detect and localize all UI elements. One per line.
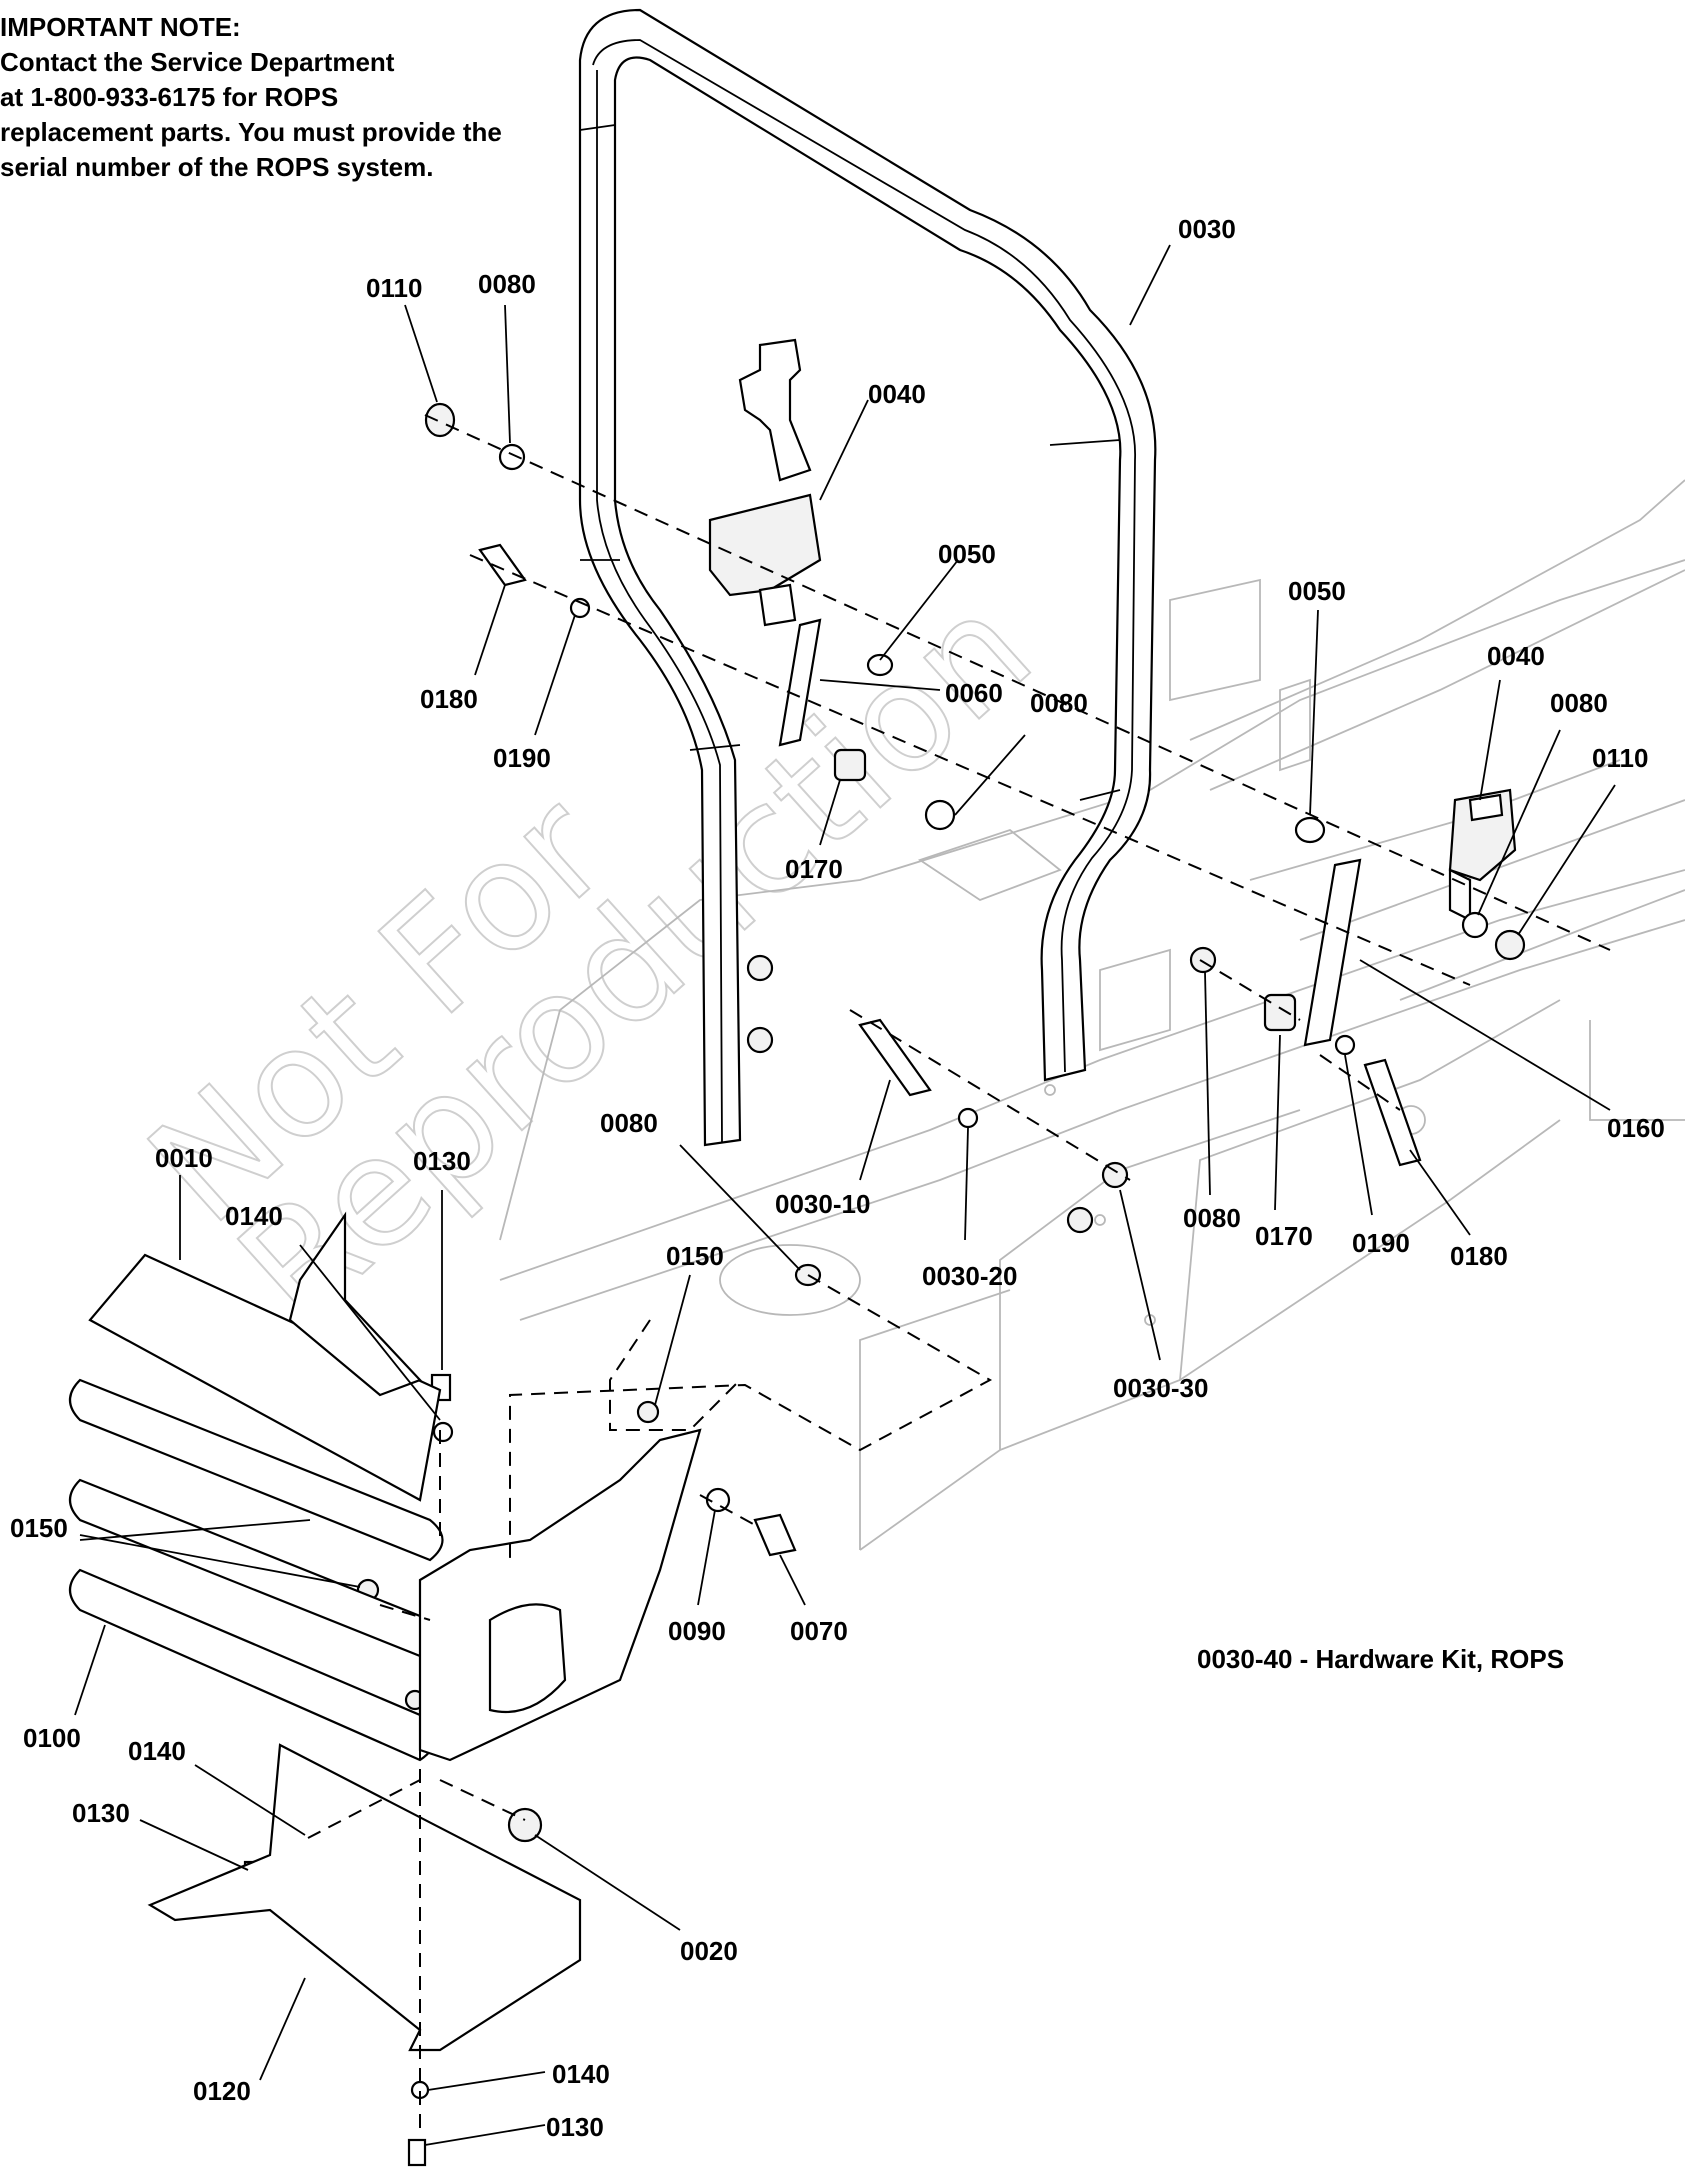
callout-0080: 0080 [478, 269, 536, 299]
callout-0120: 0120 [193, 2076, 251, 2106]
callout-0130: 0130 [72, 1798, 130, 1828]
note-heading: IMPORTANT NOTE: [0, 12, 241, 42]
callout-labels: 0110 0080 0030 0040 0050 0180 0190 0060 … [10, 214, 1665, 2142]
callout-0030-30: 0030-30 [1113, 1373, 1208, 1403]
callout-0140: 0140 [128, 1736, 186, 1766]
important-note: IMPORTANT NOTE: Contact the Service Depa… [0, 10, 502, 185]
callout-0050: 0050 [1288, 576, 1346, 606]
note-line: serial number of the ROPS system. [0, 152, 434, 182]
note-line: replacement parts. You must provide the [0, 117, 502, 147]
callout-0030-20: 0030-20 [922, 1261, 1017, 1291]
callout-0190: 0190 [493, 743, 551, 773]
link-brackets [778, 618, 1362, 1047]
callout-0160: 0160 [1607, 1113, 1665, 1143]
callout-0080: 0080 [1183, 1203, 1241, 1233]
callout-0090: 0090 [668, 1616, 726, 1646]
callout-0140: 0140 [225, 1201, 283, 1231]
note-line: at 1-800-933-6175 for ROPS [0, 82, 339, 112]
callout-0110: 0110 [366, 273, 422, 303]
dashed-assembly-lines [307, 414, 1611, 2130]
rops-hoop [578, 8, 1157, 1147]
hardware-kit-caption: 0030-40 - Hardware Kit, ROPS [1197, 1644, 1564, 1674]
seatbelt-retractor-left [708, 338, 822, 627]
callout-0100: 0100 [23, 1723, 81, 1753]
callout-0130: 0130 [546, 2112, 604, 2142]
callout-0030: 0030 [1178, 214, 1236, 244]
callout-0040: 0040 [1487, 641, 1545, 671]
watermark: Not For Reproduction [117, 561, 1065, 1358]
callout-0110: 0110 [1592, 743, 1648, 773]
callout-0150: 0150 [10, 1513, 68, 1543]
note-line: Contact the Service Department [0, 47, 395, 77]
callout-0020: 0020 [680, 1936, 738, 1966]
leader-lines [74, 244, 1616, 2146]
callout-0080: 0080 [1550, 688, 1608, 718]
seatbelt-buckle-right [1448, 788, 1517, 922]
callout-0070: 0070 [790, 1616, 848, 1646]
callout-0180: 0180 [420, 684, 478, 714]
callout-0140: 0140 [552, 2059, 610, 2089]
callout-0190: 0190 [1352, 1228, 1410, 1258]
callout-0170: 0170 [785, 854, 843, 884]
callout-0150: 0150 [666, 1241, 724, 1271]
callout-0050: 0050 [938, 539, 996, 569]
front-bracket-assembly [68, 1211, 702, 2052]
callout-0010: 0010 [155, 1143, 213, 1173]
callout-0130: 0130 [413, 1146, 471, 1176]
callout-0060: 0060 [945, 678, 1003, 708]
callout-0080: 0080 [600, 1108, 658, 1138]
callout-0180: 0180 [1450, 1241, 1508, 1271]
callout-0040: 0040 [868, 379, 926, 409]
callout-0030-10: 0030-10 [775, 1189, 870, 1219]
callout-0170: 0170 [1255, 1221, 1313, 1251]
callout-0080: 0080 [1030, 688, 1088, 718]
